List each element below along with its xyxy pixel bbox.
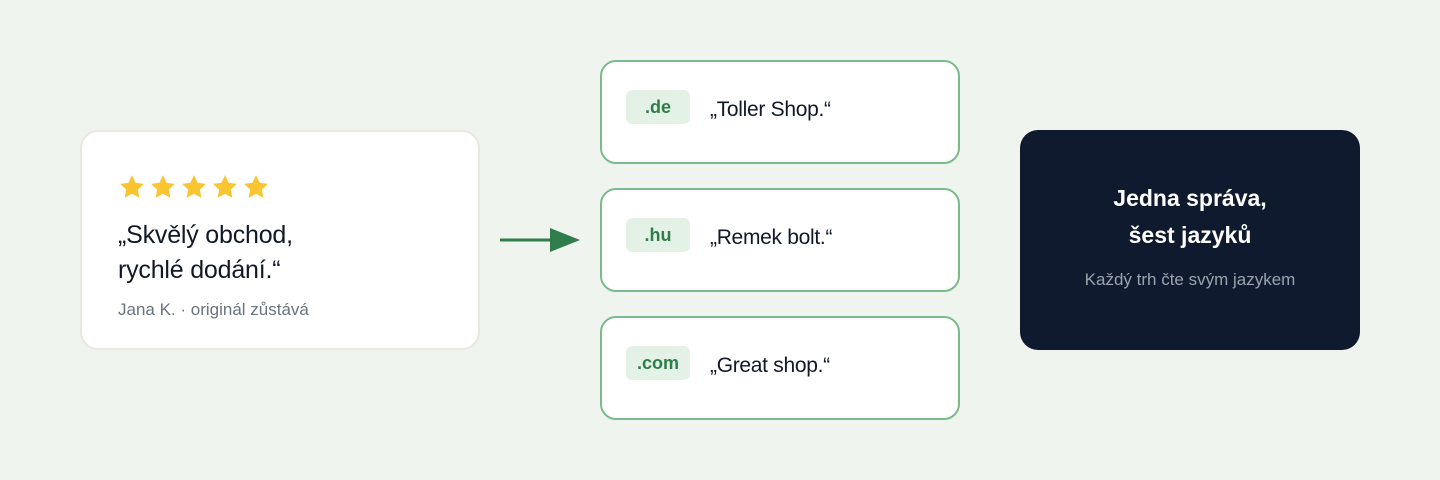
translated-quote: „Great shop.“ [710,354,830,377]
star-icon [120,175,144,198]
translated-quote: „Remek bolt.“ [710,226,833,249]
market-card-hu: .hu „Remek bolt.“ [600,188,960,292]
review-quote: „Skvělý obchod, rychlé dodání.“ [118,221,293,284]
market-card-de: .de „Toller Shop.“ [600,60,960,164]
star-rating [118,172,442,202]
domain-badge: .com [626,346,690,380]
star-icon [151,175,175,198]
review-card: „Skvělý obchod, rychlé dodání.“ Jana K. … [80,130,480,350]
star-icon [182,175,206,198]
domain-badge: .hu [626,218,690,252]
arrow-right-icon [500,228,580,252]
summary-card: Jedna správa, šest jazyků Každý trh čte … [1020,130,1360,350]
review-meta: Jana K. · originál zůstává [118,300,309,319]
market-card-com: .com „Great shop.“ [600,316,960,420]
domain-badge: .de [626,90,690,124]
star-icon [244,175,268,198]
star-icon [213,175,237,198]
summary-subtitle: Každý trh čte svým jazykem [1084,270,1296,289]
summary-title: Jedna správa, šest jazyků [1113,185,1267,248]
translated-quote: „Toller Shop.“ [710,98,831,121]
